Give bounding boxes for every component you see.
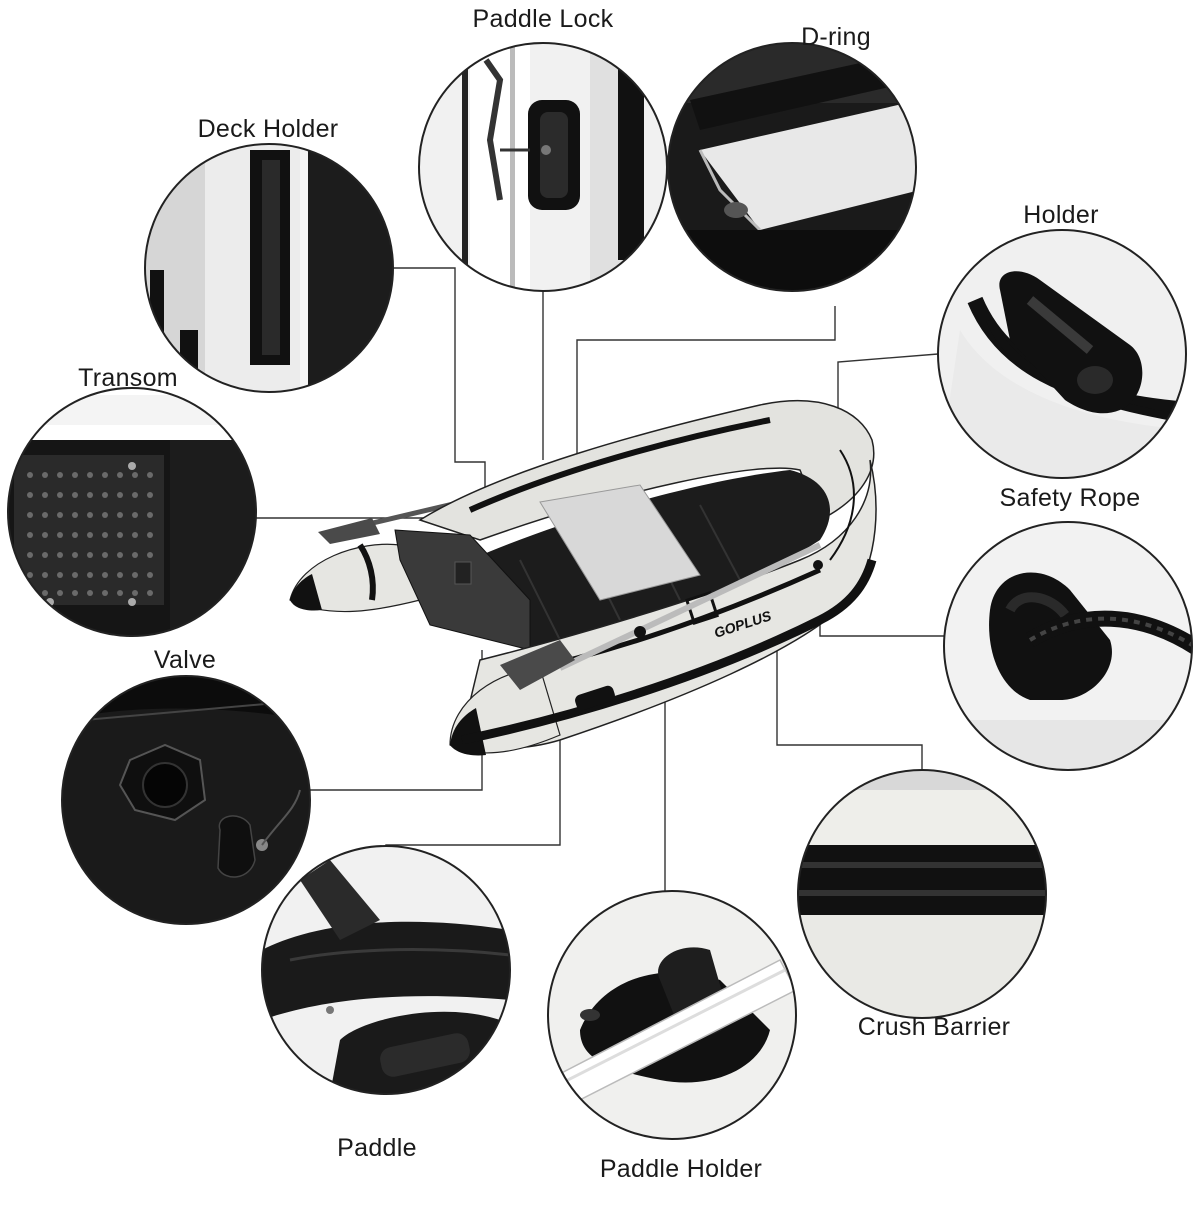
label-d-ring: D-ring	[801, 23, 871, 51]
label-safety-rope: Safety Rope	[999, 484, 1141, 512]
leader-d-ring	[576, 306, 836, 500]
detail-valve	[61, 675, 311, 925]
detail-paddle-holder	[547, 890, 797, 1140]
leader-holder	[837, 353, 939, 410]
detail-holder	[937, 229, 1187, 479]
detail-safety-rope	[943, 521, 1193, 771]
label-crush-barrier: Crush Barrier	[857, 1013, 1011, 1041]
near-oar	[500, 542, 822, 690]
leader-crush-barrier	[776, 640, 923, 770]
inflatable-boat: GOPLUS	[289, 400, 877, 756]
label-paddle-lock: Paddle Lock	[472, 5, 614, 33]
label-transom: Transom	[78, 364, 178, 392]
label-deck-holder: Deck Holder	[197, 115, 339, 143]
detail-paddle-lock	[418, 42, 668, 292]
detail-transom	[7, 387, 257, 637]
detail-paddle	[261, 845, 511, 1095]
label-paddle-holder: Paddle Holder	[599, 1155, 763, 1183]
bench-seat	[539, 484, 701, 601]
label-holder: Holder	[1023, 201, 1099, 229]
detail-crush-barrier	[797, 769, 1047, 1019]
label-valve: Valve	[153, 646, 217, 674]
detail-d-ring	[667, 42, 917, 292]
detail-deck-holder	[144, 143, 394, 393]
leader-deck-holder	[393, 267, 486, 520]
label-paddle: Paddle	[337, 1134, 417, 1162]
far-tube	[418, 400, 875, 541]
